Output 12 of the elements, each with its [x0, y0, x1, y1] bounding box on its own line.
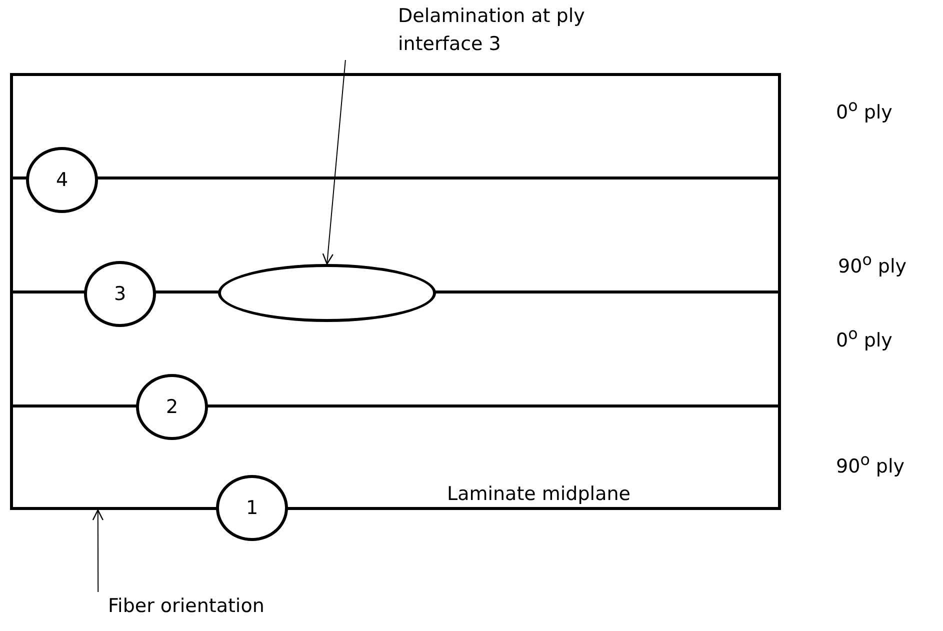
ply-label: 90$^{o}$ ply — [838, 249, 906, 280]
ply-label: 90$^{o}$ ply — [836, 449, 904, 480]
midplane-label: Laminate midplane — [447, 482, 630, 507]
leader-label: Delamination at ply interface 3 — [342, 2, 628, 60]
ply-label: 0$^{o}$ ply — [836, 95, 892, 126]
interface-number: 3 — [84, 261, 156, 327]
ply-label: 0$^{o}$ ply — [836, 323, 892, 354]
interface-number: 1 — [216, 475, 288, 541]
leader-label: Fiber orientation — [108, 592, 328, 622]
interface-number: 2 — [136, 374, 208, 440]
interface-number: 4 — [26, 147, 98, 213]
leader-arrow — [92, 509, 104, 592]
